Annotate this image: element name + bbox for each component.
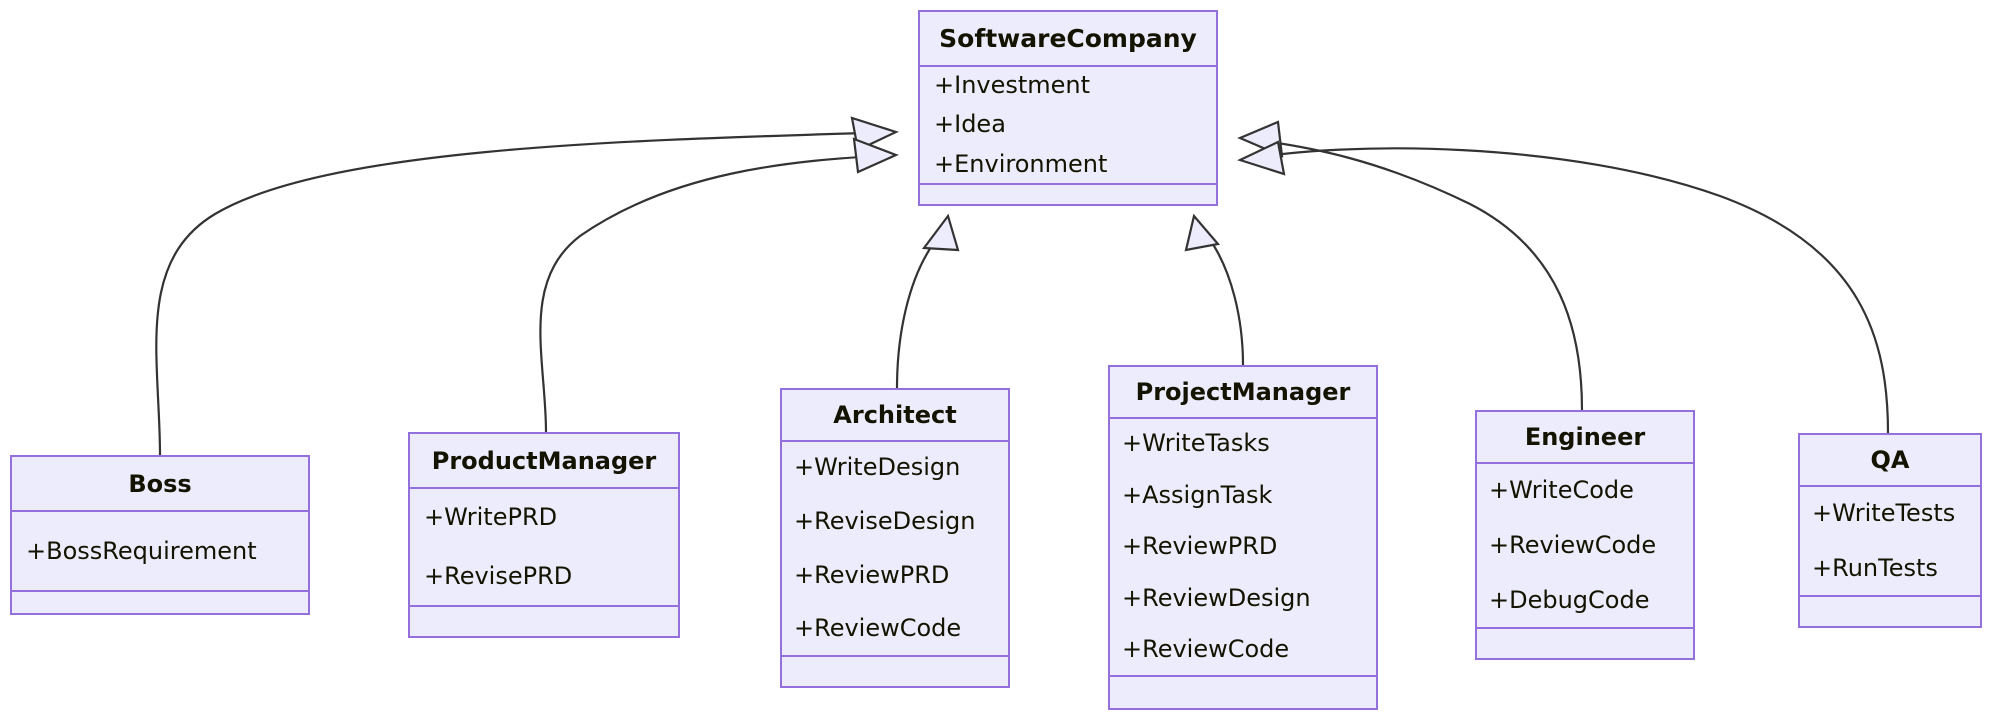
class-attributes-architect: +WriteDesign +ReviseDesign +ReviewPRD +Revi… [782, 442, 1008, 657]
class-attribute: +WriteTasks [1122, 429, 1270, 458]
class-title-engineer: Engineer [1477, 412, 1693, 464]
class-attribute: +AssignTask [1122, 480, 1273, 509]
edge-line [895, 215, 949, 389]
class-attribute: +ReviewCode [1489, 531, 1657, 559]
generalization-arrowhead-icon [1237, 120, 1284, 158]
class-attribute: +Investment [934, 71, 1091, 100]
class-attribute: +ReviewPRD [794, 560, 950, 589]
uml-class-project-manager[interactable]: ProjectManager +WriteTasks +AssignTask +Rev… [1108, 365, 1378, 710]
uml-class-engineer[interactable]: Engineer +WriteCode +ReviewCode +DebugCode [1475, 410, 1695, 660]
class-attribute: +WriteTests [1812, 499, 1956, 527]
class-attributes-boss: +BossRequirement [12, 512, 308, 592]
class-attribute: +DebugCode [1489, 586, 1650, 614]
class-attribute: +WriteDesign [794, 453, 961, 481]
class-attributes-qa: +WriteTests +RunTests [1800, 487, 1980, 597]
class-attributes-project-manager: +WriteTasks +AssignTask +ReviewPRD +ReviewD… [1110, 419, 1376, 677]
generalization-arrowhead-icon [852, 137, 899, 174]
class-methods-engineer [1477, 629, 1693, 662]
class-title-project-manager: ProjectManager [1110, 367, 1376, 419]
uml-class-qa[interactable]: QA +WriteTests +RunTests [1798, 433, 1982, 628]
class-attribute: +RunTests [1812, 554, 1938, 582]
class-attributes-engineer: +WriteCode +ReviewCode +DebugCode [1477, 464, 1693, 629]
edge-line [1193, 215, 1245, 366]
class-attribute: +Environment [934, 149, 1108, 178]
class-attribute: +ReviewCode [794, 614, 962, 643]
class-attribute: +ReviewCode [1122, 635, 1290, 664]
class-methods-product-manager [410, 607, 678, 640]
class-attribute: +ReviewPRD [1122, 532, 1278, 561]
class-attributes-software-company: +Investment +Idea +Environment [920, 67, 1216, 185]
class-attribute: +WritePRD [424, 503, 558, 531]
class-attribute: +RevisePRD [424, 562, 573, 590]
class-title-software-company: SoftwareCompany [920, 12, 1216, 67]
edge-projectmanager-to-softwarecompany [1184, 213, 1245, 366]
class-attribute: +BossRequirement [26, 537, 257, 565]
generalization-arrowhead-icon [921, 213, 960, 252]
class-attribute: +ReviewDesign [1122, 583, 1311, 612]
class-attribute: +WriteCode [1489, 476, 1634, 504]
class-methods-project-manager [1110, 677, 1376, 712]
class-title-product-manager: ProductManager [410, 434, 678, 489]
class-title-qa: QA [1800, 435, 1980, 487]
class-attributes-product-manager: +WritePRD +RevisePRD [410, 489, 678, 607]
generalization-arrowhead-icon [1184, 213, 1221, 252]
class-methods-architect [782, 657, 1008, 690]
uml-class-software-company[interactable]: SoftwareCompany +Investment +Idea +Environm… [918, 10, 1218, 206]
class-methods-qa [1800, 597, 1980, 630]
edge-architect-to-softwarecompany [895, 213, 960, 389]
class-attribute: +Idea [934, 110, 1006, 139]
class-title-architect: Architect [782, 390, 1008, 442]
uml-class-product-manager[interactable]: ProductManager +WritePRD +RevisePRD [408, 432, 680, 638]
class-methods-boss [12, 592, 308, 617]
class-attribute: +ReviseDesign [794, 506, 976, 535]
uml-class-architect[interactable]: Architect +WriteDesign +ReviseDesign +Revie… [780, 388, 1010, 688]
generalization-arrowhead-icon [850, 116, 899, 152]
uml-class-boss[interactable]: Boss +BossRequirement [10, 455, 310, 615]
class-methods-software-company [920, 185, 1216, 208]
class-title-boss: Boss [12, 457, 308, 512]
generalization-arrowhead-icon [1237, 140, 1286, 176]
